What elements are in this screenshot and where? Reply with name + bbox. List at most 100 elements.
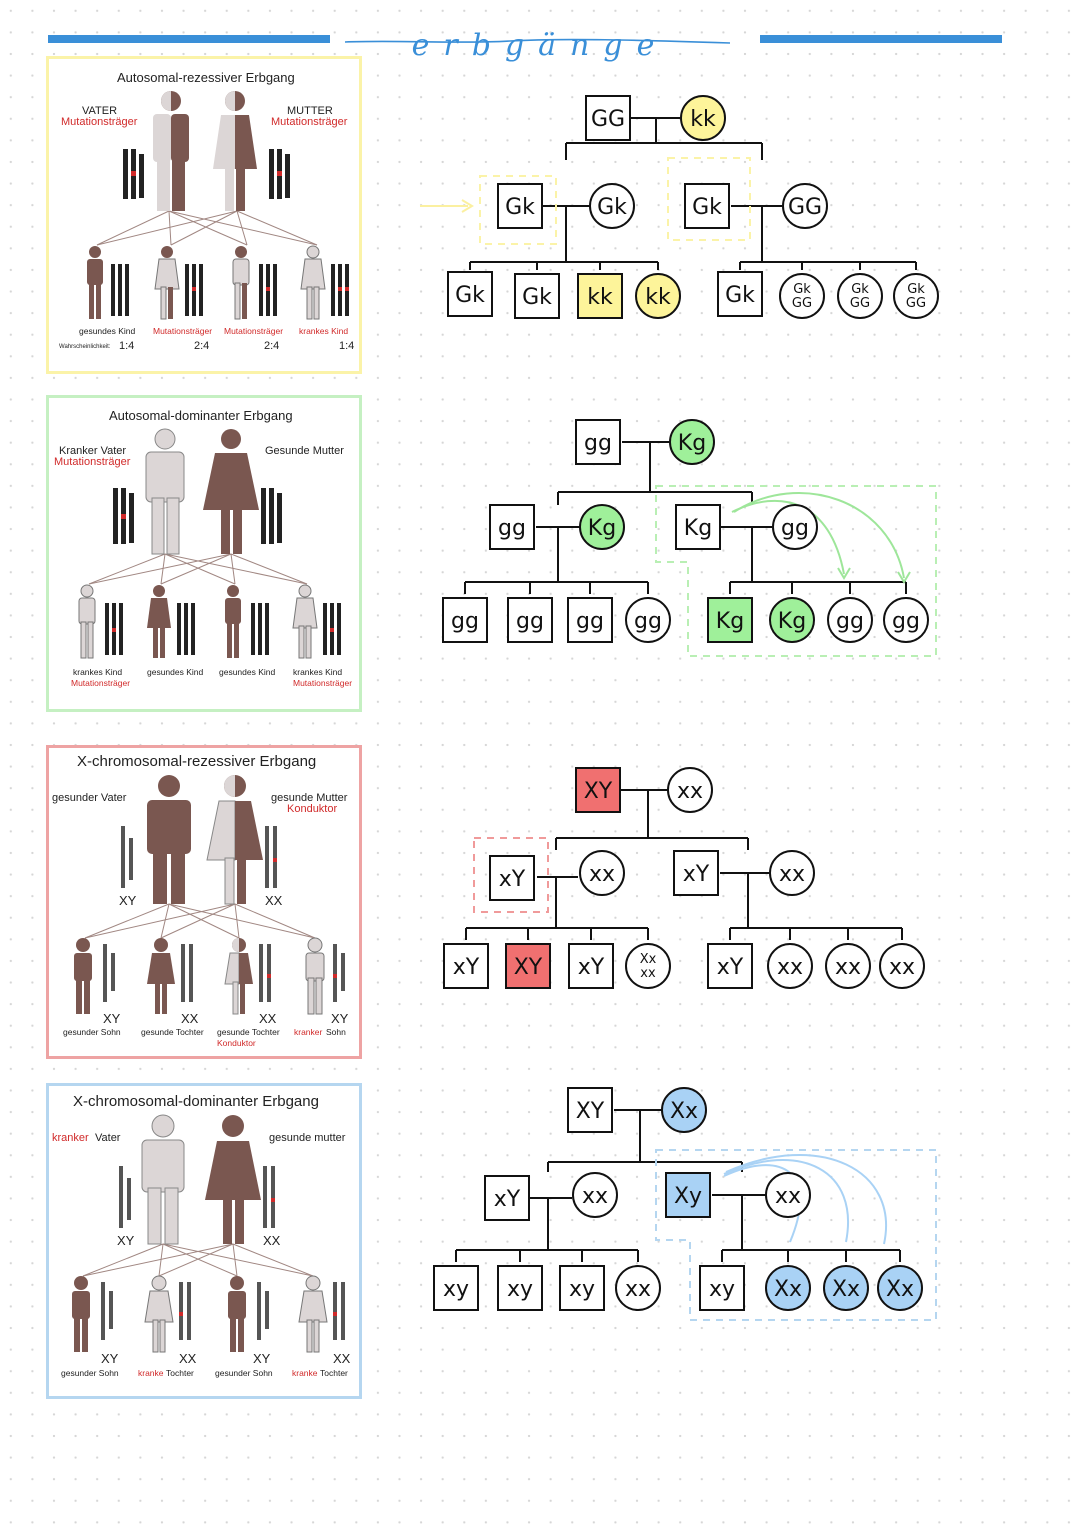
ped1-gen3-left-node-1: Gk <box>447 271 493 317</box>
xd-child-3 <box>228 1276 246 1352</box>
ped3-gen3-right-node-3: xx <box>825 943 871 989</box>
panel-ar-probability-label: Wahrscheinlichkeit: <box>59 344 111 350</box>
svg-text:Xx: Xx <box>774 1277 802 1302</box>
panel-xr-father-chrom: XY <box>119 893 137 908</box>
panel-xd-child1-label: gesunder Sohn <box>61 1368 119 1378</box>
ped4-gen2-node-2: xx <box>572 1172 618 1218</box>
panel-ar-child2-sub: Mutationsträger <box>153 326 213 336</box>
panel-ad-father-label: Kranker Vater <box>59 445 127 457</box>
ar-mother-figure <box>213 91 257 211</box>
svg-text:gg: gg <box>634 609 662 634</box>
ped4-gen2-node-1: xY <box>484 1175 530 1221</box>
panel-ad-title: Autosomal-dominanter Erbgang <box>109 408 293 423</box>
panel-xd-mother-chrom: XX <box>263 1233 281 1248</box>
ped3-gen3-left-node-2: XY <box>505 943 551 989</box>
ped4-gen3-right-node-3: Xx <box>823 1265 869 1311</box>
panel-xr-child3-sub: Konduktor <box>217 1038 256 1048</box>
ped1-gen3-left-node-3: kk <box>577 273 623 319</box>
panel-xd-mother-label: gesunde mutter <box>269 1132 346 1144</box>
title-underline-stroke <box>344 38 731 44</box>
ar-child-3 <box>232 246 250 320</box>
svg-text:xy: xy <box>709 1277 735 1302</box>
ped4-gen2-node-3: Xy <box>665 1172 711 1218</box>
ar-child-1 <box>87 246 103 319</box>
panel-xd-child4-chrom: XX <box>333 1351 351 1366</box>
panel-xd-child2-red: kranke <box>138 1368 164 1378</box>
panel-ar-title: Autosomal-rezessiver Erbgang <box>117 70 295 85</box>
panel-ar-ratio-3: 2:4 <box>264 340 280 352</box>
svg-text:xx: xx <box>582 1184 608 1209</box>
panel-ar-ratio-2: 2:4 <box>194 340 210 352</box>
xr-father-figure <box>147 775 191 904</box>
ad-mother-figure <box>203 429 259 554</box>
xd-child-2 <box>144 1275 174 1353</box>
ad-child-3 <box>225 585 241 658</box>
panel-xd-child4-label: Tochter <box>320 1368 348 1378</box>
ped2-gen3-left-node-3: gg <box>567 597 613 643</box>
ad-child-1 <box>78 584 96 659</box>
xd-parent-chromosomes <box>119 1166 275 1228</box>
ped2-highlight <box>655 485 937 657</box>
ped2-gen3-left-node-4: gg <box>625 597 671 643</box>
svg-text:xY: xY <box>499 867 526 892</box>
ped1-gen3-left-node-4: kk <box>635 273 681 319</box>
panel-xd-title: X-chromosomal-dominanter Erbgang <box>73 1093 319 1110</box>
ped1-gen1-node-2: kk <box>680 95 726 141</box>
svg-text:Gk: Gk <box>725 283 755 308</box>
header-bar-right <box>760 35 1002 43</box>
ped3-gen3-right-node-1: xY <box>707 943 753 989</box>
ped1-gen2-node-3: Gk <box>684 183 730 229</box>
ped1-highlight-left <box>479 175 557 245</box>
svg-text:Xx: Xx <box>640 952 657 967</box>
panel-xr-mother-chrom: XX <box>265 893 283 908</box>
ped3-gen3-right-node-2: xx <box>767 943 813 989</box>
svg-text:xx: xx <box>677 779 703 804</box>
panel-ad-child4-sub: Mutationsträger <box>293 678 353 688</box>
xd-child-chromosomes <box>101 1282 345 1340</box>
ped1-gen2-node-4: GG <box>782 183 828 229</box>
panel-ar-ratio-4: 1:4 <box>339 340 355 352</box>
panel-ar-child1-label: gesundes Kind <box>79 326 136 336</box>
panel-xr-child1-chrom: XY <box>103 1011 121 1026</box>
ped2-gen3-right-node-3: gg <box>827 597 873 643</box>
svg-text:gg: gg <box>836 609 864 634</box>
ped4-gen3-left-node-1: xy <box>433 1265 479 1311</box>
panel-ad-father-sub: Mutationsträger <box>54 456 131 468</box>
panel-ad-child3-label: gesundes Kind <box>219 667 276 677</box>
panel-ar-child4-sub: krankes Kind <box>299 326 349 336</box>
title-text: erbgänge <box>411 28 669 63</box>
svg-text:Xx: Xx <box>886 1277 914 1302</box>
xd-mother-figure <box>205 1115 261 1244</box>
panel-ad-mother-label: Gesunde Mutter <box>265 445 344 457</box>
panel-autosomal-dominant: Autosomal-dominanter Erbgang Kranker Vat… <box>46 395 362 712</box>
ped2-gen3-right-node-2: Kg <box>769 597 815 643</box>
ped4-arrow-3 <box>725 1154 887 1245</box>
ped2-gen1-node-2: Kg <box>669 419 715 465</box>
ad-child-4 <box>292 584 318 659</box>
ped3-gen1-node-2: xx <box>667 767 713 813</box>
svg-text:xx: xx <box>777 955 803 980</box>
panel-xr-child2-chrom: XX <box>181 1011 199 1026</box>
panel-xd-father-chrom: XY <box>117 1233 135 1248</box>
panel-ar-ratio-1: 1:4 <box>119 340 135 352</box>
panel-xd-father-red: kranker <box>52 1132 89 1144</box>
panel-xr-child4-red: kranker <box>294 1027 323 1037</box>
svg-text:kk: kk <box>690 107 716 132</box>
ped1-gen1-node-1: GG <box>585 95 631 141</box>
svg-text:gg: gg <box>892 609 920 634</box>
svg-text:xx: xx <box>640 966 656 981</box>
panel-xr-title: X-chromosomal-rezessiver Erbgang <box>77 753 317 770</box>
svg-text:Gk: Gk <box>692 195 722 220</box>
ped3-gen2-node-3: xY <box>673 850 719 896</box>
svg-text:xx: xx <box>889 955 915 980</box>
ad-parent-chromosomes <box>113 488 282 544</box>
panel-xr-father-label: gesunder Vater <box>52 792 127 804</box>
svg-text:GG: GG <box>850 296 870 311</box>
ped4-gen3-right-node-4: Xx <box>877 1265 923 1311</box>
panel-xr-mother-label: gesunde Mutter <box>271 792 348 804</box>
svg-text:Gk: Gk <box>851 282 869 297</box>
ped2-gen2-node-2: Kg <box>579 504 625 550</box>
